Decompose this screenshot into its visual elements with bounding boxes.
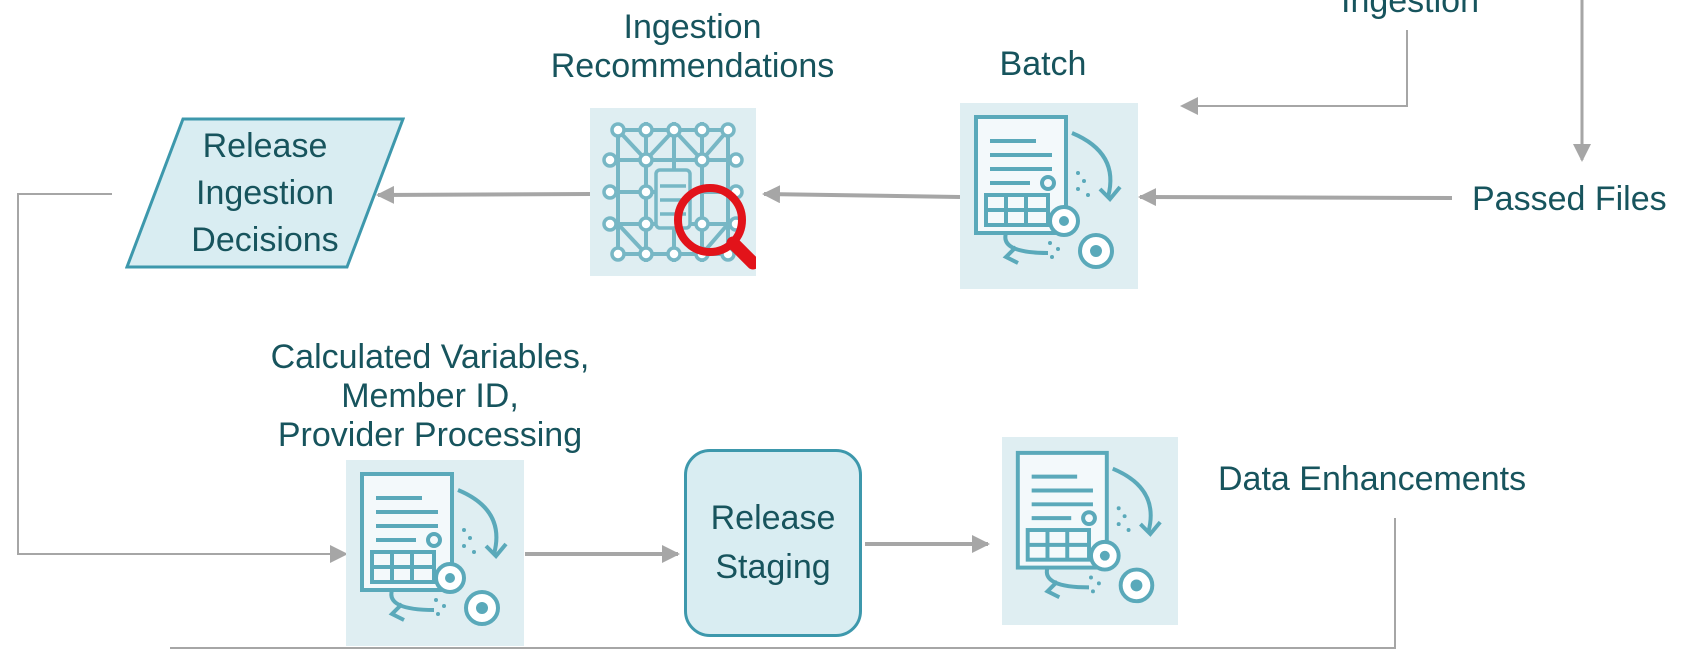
release-ingestion-decisions-label: Release Ingestion Decisions — [191, 127, 339, 259]
document-table-gears-icon-enhancements — [1002, 437, 1178, 625]
batch-label: Batch — [999, 45, 1087, 83]
ingestion-recommendations-label: Ingestion Recommendations — [550, 8, 835, 86]
release-staging-label-line1: Release — [710, 498, 836, 537]
release-staging-label-line2: Staging — [715, 548, 831, 586]
release-staging-node: Release Staging — [684, 449, 862, 637]
connector-recommendations-to-decisions — [376, 185, 591, 204]
connector-decisions-to-calculated — [17, 193, 348, 563]
network-grid-magnifier-icon — [590, 108, 756, 276]
connector-ingestion-to-batch — [1180, 30, 1408, 115]
connector-passed-files-to-batch — [1138, 188, 1453, 207]
data-enhancements-label: Data Enhancements — [1218, 460, 1527, 498]
document-table-gears-icon-batch — [960, 103, 1138, 289]
connector-enhancements-return — [170, 518, 1396, 649]
ingestion-label: Ingestion — [1341, 0, 1479, 20]
release-ingestion-decisions-node: Release Ingestion Decisions — [125, 117, 405, 269]
passed-files-label: Passed Files — [1472, 180, 1667, 218]
connector-batch-to-recommendations — [762, 185, 961, 204]
document-table-gears-icon-calculated — [346, 460, 524, 646]
calculated-variables-label: Calculated Variables, Member ID, Provide… — [270, 338, 590, 455]
